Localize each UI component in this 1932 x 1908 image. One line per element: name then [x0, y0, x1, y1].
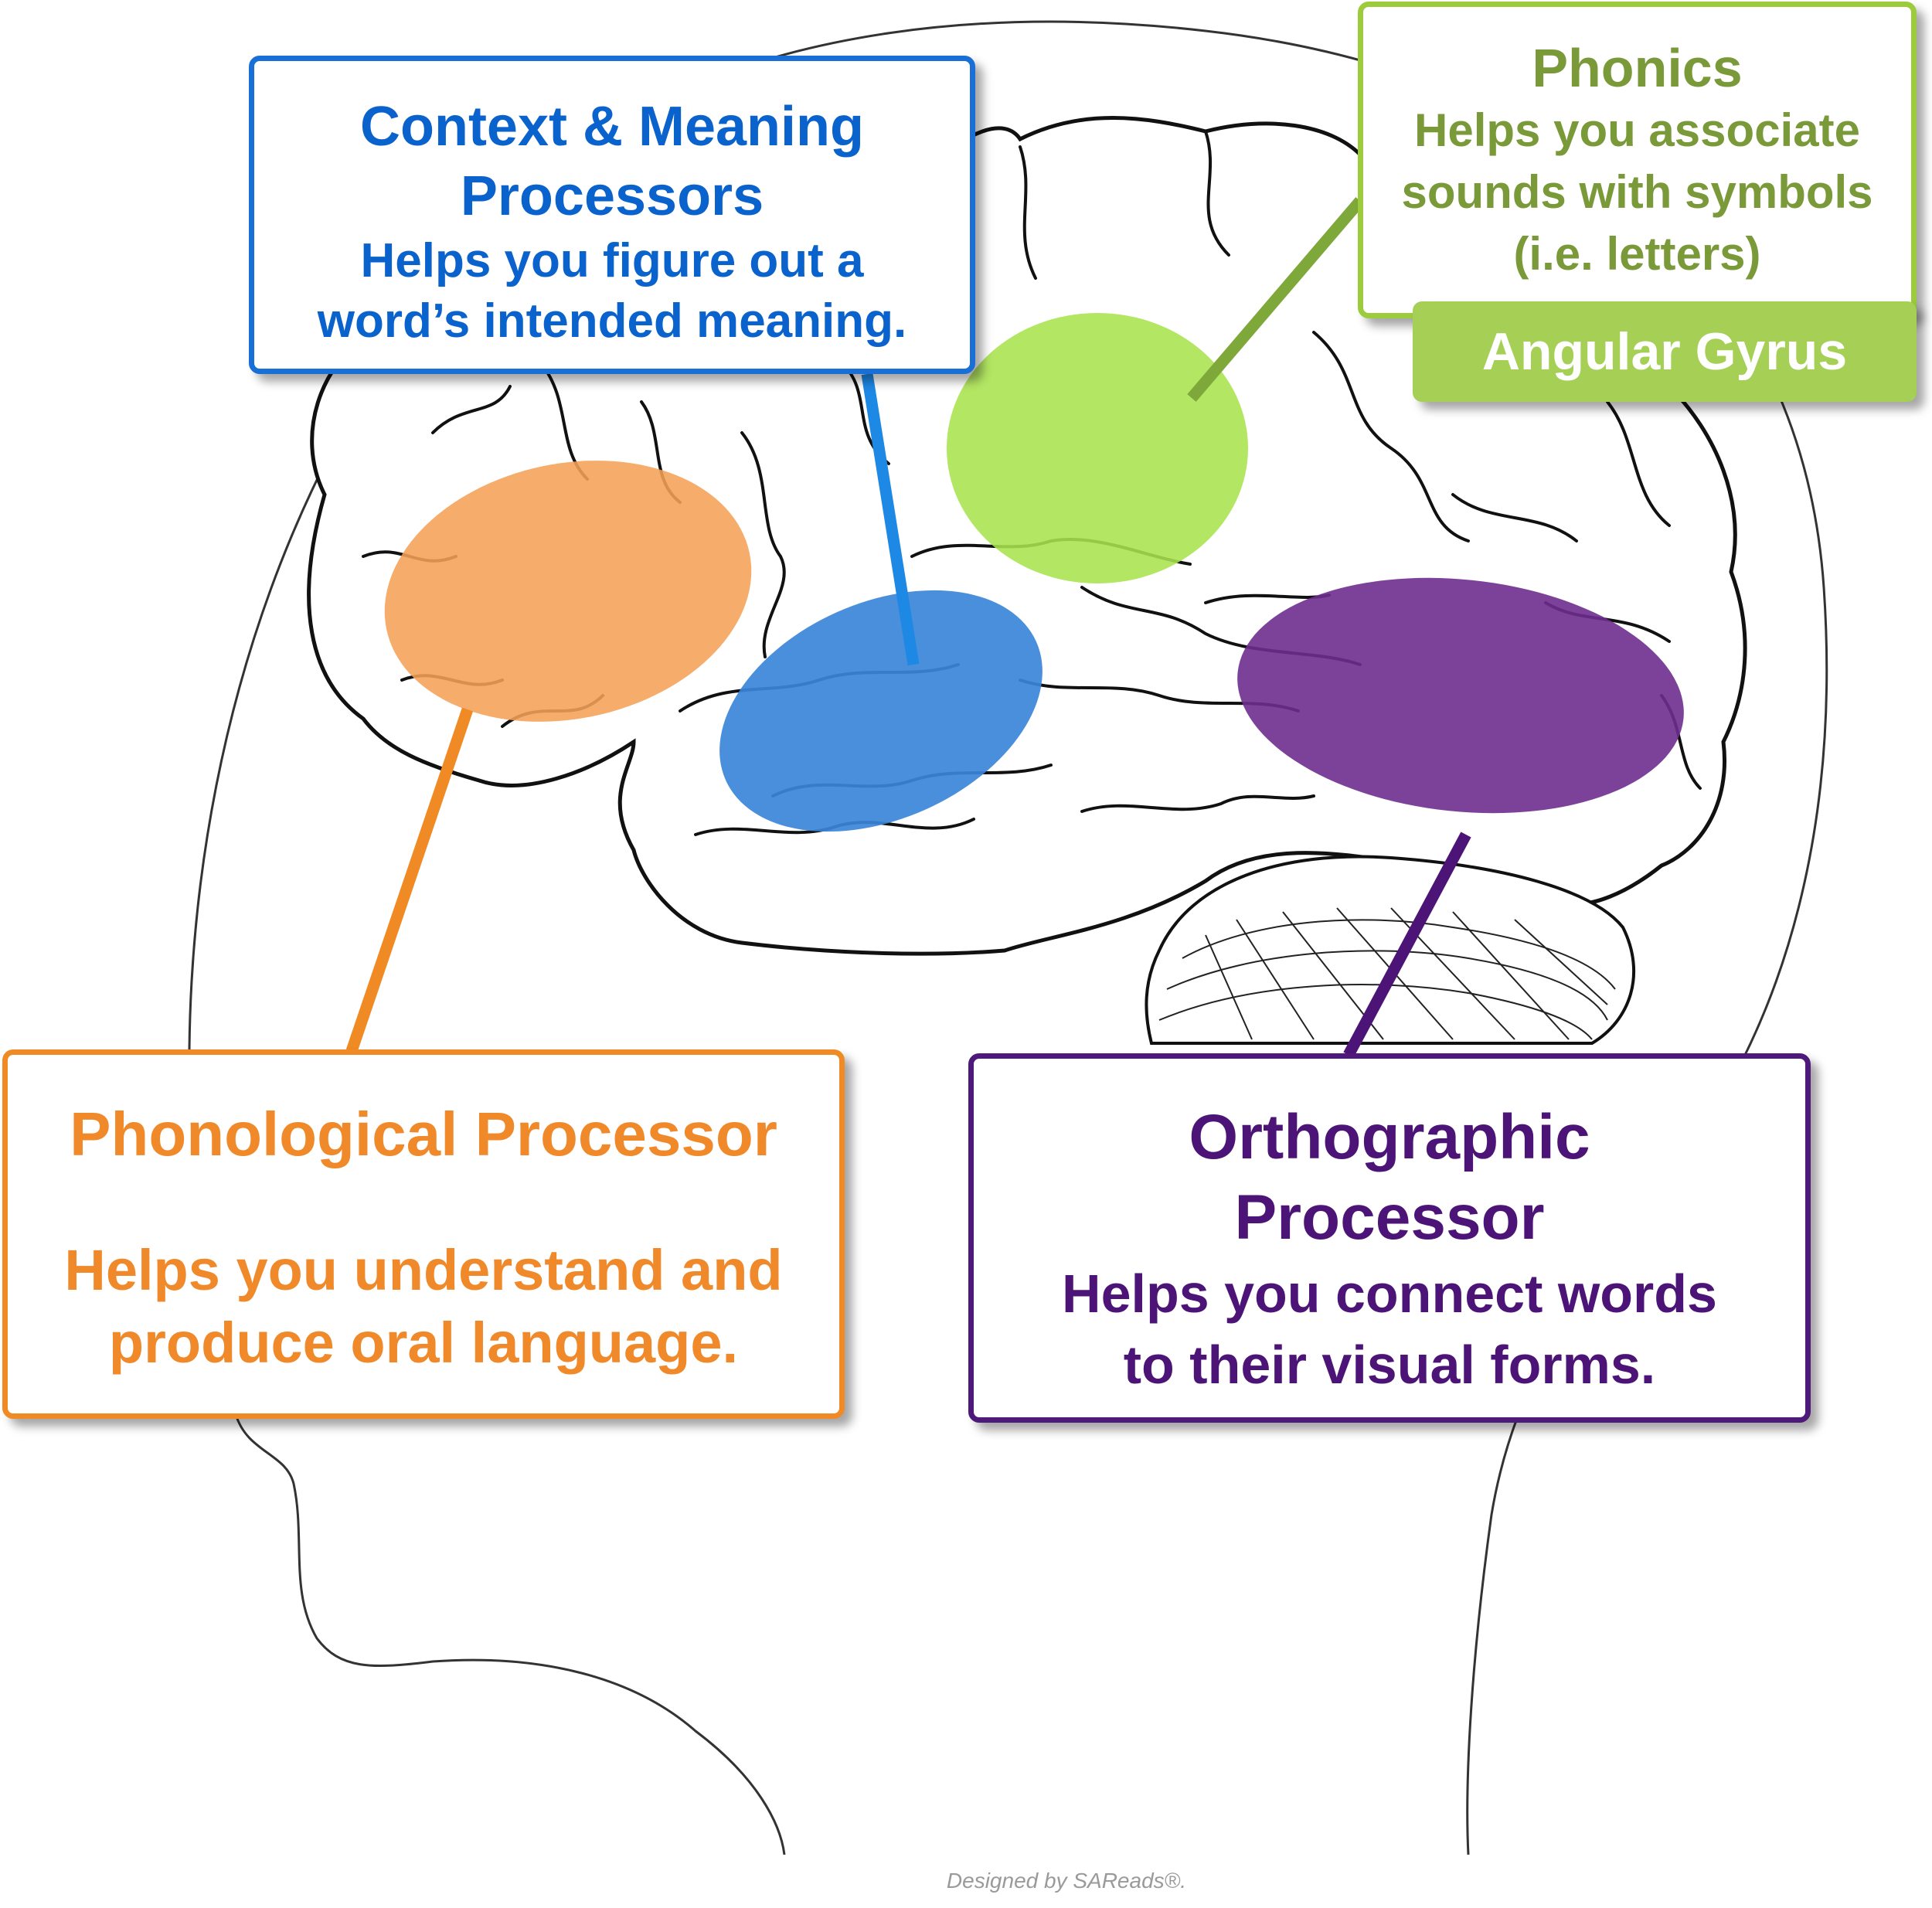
- orthographic-title-line-1: Orthographic: [1189, 1102, 1590, 1172]
- phonological-region: [384, 461, 752, 722]
- phonics-callout: Phonics Helps you associate sounds with …: [1358, 2, 1917, 318]
- phonological-callout: Phonological Processor Helps you underst…: [2, 1049, 845, 1419]
- context-connector: [861, 372, 920, 666]
- orthographic-title-line-2: Processor: [1234, 1182, 1545, 1253]
- phonics-desc-line-1: Helps you associate: [1414, 104, 1860, 156]
- context-region: [719, 590, 1043, 832]
- context-title-line-1: Context & Meaning: [359, 96, 864, 158]
- orthographic-callout: Orthographic Processor Helps you connect…: [968, 1053, 1811, 1423]
- phonics-desc-line-3: (i.e. letters): [1513, 228, 1761, 280]
- phonics-desc-line-2: sounds with symbols: [1401, 166, 1873, 218]
- orthographic-desc-line-2: to their visual forms.: [1123, 1335, 1656, 1395]
- cerebellum: [1145, 855, 1635, 1045]
- phonics-connector: [1187, 197, 1365, 402]
- orthographic-region: [1237, 577, 1684, 814]
- face-outline: [234, 1413, 786, 1855]
- credit-text: Designed by SAReads®.: [946, 1869, 1187, 1893]
- context-meaning-callout: Context & Meaning Processors Helps you f…: [249, 56, 975, 374]
- orthographic-connector: [1343, 832, 1471, 1058]
- orthographic-desc-line-1: Helps you connect words: [1062, 1263, 1717, 1324]
- phonological-desc-line-2: produce oral language.: [108, 1311, 739, 1375]
- phonics-title: Phonics: [1532, 38, 1743, 98]
- phonics-region: [947, 313, 1248, 583]
- context-desc-line-1: Helps you figure out a: [360, 234, 864, 287]
- context-title-line-2: Processors: [460, 165, 764, 227]
- highlight-regions: [384, 313, 1684, 832]
- phonological-title: Phonological Processor: [70, 1100, 777, 1168]
- phonological-desc-line-1: Helps you understand and: [64, 1238, 783, 1302]
- context-desc-line-2: word’s intended meaning.: [317, 294, 907, 348]
- connector-lines: [345, 197, 1471, 1058]
- angular-gyrus-tag: Angular Gyrus: [1413, 301, 1917, 402]
- phonological-connector: [345, 707, 474, 1053]
